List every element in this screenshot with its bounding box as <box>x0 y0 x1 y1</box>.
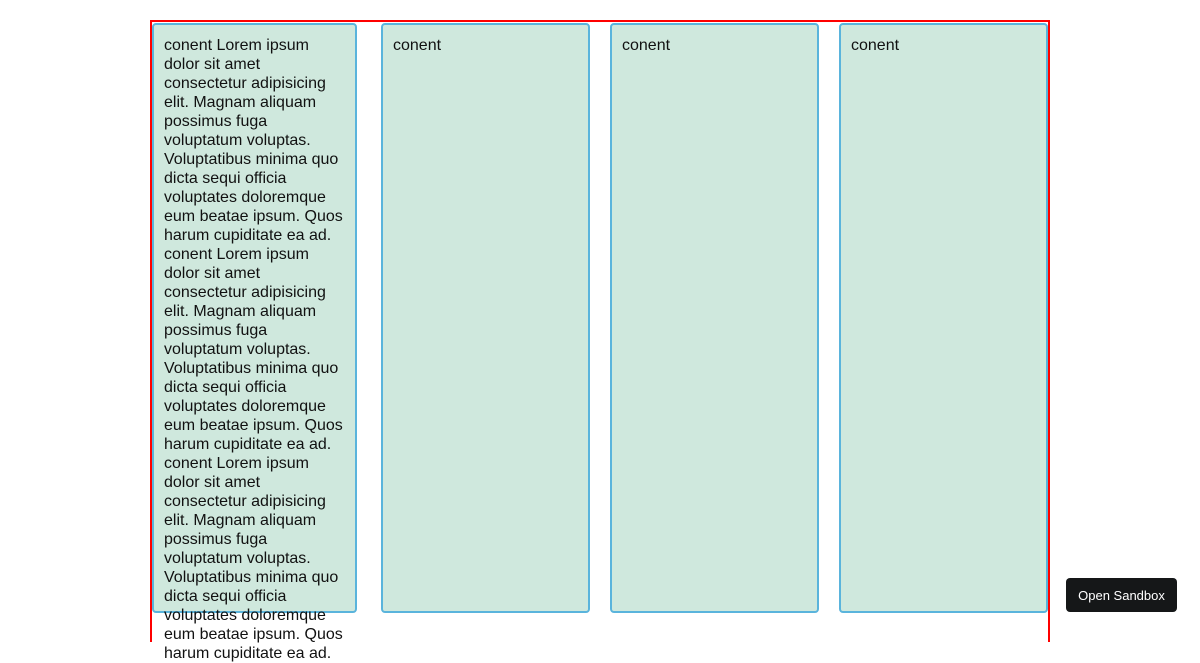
card-2: conent <box>381 23 590 613</box>
open-sandbox-button[interactable]: Open Sandbox <box>1066 578 1177 612</box>
flex-container: conent Lorem ipsum dolor sit amet consec… <box>150 20 1050 662</box>
card-3: conent <box>610 23 819 613</box>
card-4: conent <box>839 23 1048 613</box>
card-1: conent Lorem ipsum dolor sit amet consec… <box>152 23 357 662</box>
